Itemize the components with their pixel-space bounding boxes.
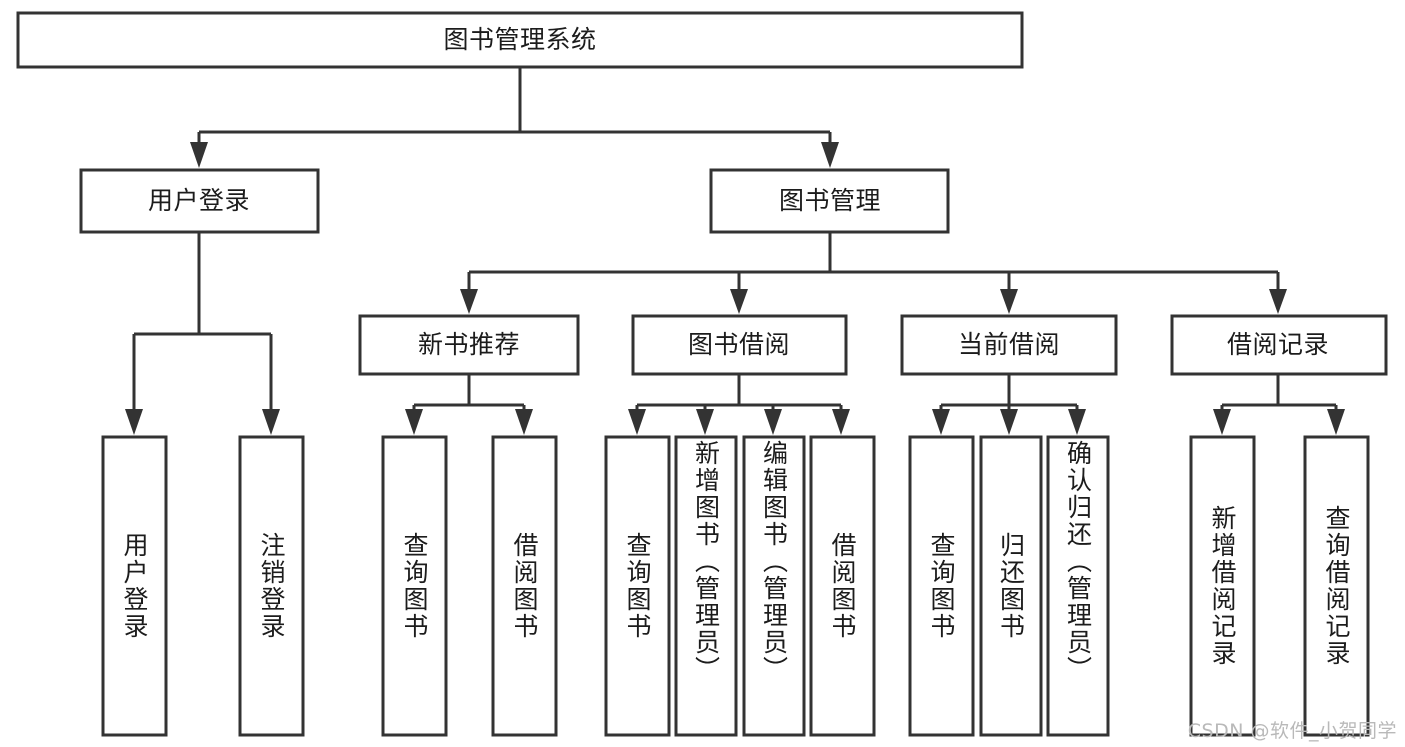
- node-box-book-borrow[interactable]: [631, 314, 848, 376]
- edge-group-new-book-rec: [405, 374, 533, 435]
- leaf-box-nbr-borrow-book[interactable]: [491, 435, 558, 737]
- arrow-head-nbr-borrow: [515, 409, 533, 435]
- arrow-head-borrow-record: [1269, 289, 1287, 314]
- edge-group-root: [190, 67, 839, 168]
- arrow-head-nbr-query: [405, 409, 423, 435]
- node-box-new-book-recommend[interactable]: [358, 314, 580, 376]
- edge-group-current-borrow: [932, 374, 1086, 435]
- arrow-head-br-add: [1213, 409, 1231, 435]
- arrow-head-new-book-rec: [460, 289, 478, 314]
- leaf-box-cb-query-book[interactable]: [908, 435, 975, 737]
- leaf-box-bb-add-book[interactable]: [674, 435, 738, 737]
- leaf-box-bb-query-book[interactable]: [604, 435, 671, 737]
- arrow-head-leaf-user-login: [125, 409, 143, 435]
- arrow-head-bb-edit: [764, 409, 782, 435]
- node-label-new-book-recommend: 新书推荐: [418, 330, 520, 359]
- node-label-book-management: 图书管理: [779, 186, 881, 215]
- arrow-head-user-login: [190, 142, 208, 168]
- node-box-borrow-record[interactable]: [1170, 314, 1388, 376]
- node-box-book-management[interactable]: [709, 168, 950, 234]
- arrow-head-book-borrow: [730, 289, 748, 314]
- node-label-current-borrow: 当前借阅: [958, 330, 1060, 359]
- arrow-head-br-query: [1327, 409, 1345, 435]
- watermark-text: CSDN @软件_小贺同学: [1187, 720, 1397, 742]
- arrow-head-cb-query: [932, 409, 950, 435]
- node-label-root: 图书管理系统: [443, 25, 596, 54]
- leaf-box-bb-edit-book[interactable]: [742, 435, 806, 737]
- arrow-head-book-mgmt: [821, 142, 839, 168]
- edge-group-book-mgmt: [460, 232, 1287, 314]
- arrow-head-cb-return: [1000, 409, 1018, 435]
- node-label-user-login: 用户登录: [148, 186, 250, 215]
- leaf-box-bb-borrow-book[interactable]: [809, 435, 876, 737]
- node-label-borrow-record: 借阅记录: [1227, 330, 1329, 359]
- leaf-box-cb-return-book[interactable]: [979, 435, 1043, 737]
- arrow-head-bb-borrow: [832, 409, 850, 435]
- arrow-head-leaf-logout: [262, 409, 280, 435]
- arrow-head-bb-query: [628, 409, 646, 435]
- leaf-box-br-add-record[interactable]: [1189, 435, 1256, 737]
- leaf-box-cb-confirm-return[interactable]: [1046, 435, 1110, 737]
- leaf-box-br-query-record[interactable]: [1303, 435, 1370, 737]
- node-box-root[interactable]: [16, 11, 1024, 69]
- node-box-current-borrow[interactable]: [900, 314, 1118, 376]
- edge-group-borrow-record: [1213, 374, 1345, 435]
- arrow-head-cb-confirm: [1068, 409, 1086, 435]
- leaf-box-nbr-query-book[interactable]: [381, 435, 448, 737]
- edge-group-book-borrow: [628, 374, 850, 435]
- node-box-user-login[interactable]: [79, 168, 320, 234]
- arrow-head-current-borrow: [1000, 289, 1018, 314]
- arrow-head-bb-add: [696, 409, 714, 435]
- node-label-book-borrow: 图书借阅: [688, 330, 790, 359]
- leaf-box-logout[interactable]: [238, 435, 305, 737]
- leaf-box-user-login[interactable]: [101, 435, 168, 737]
- edge-group-user-login: [125, 232, 280, 435]
